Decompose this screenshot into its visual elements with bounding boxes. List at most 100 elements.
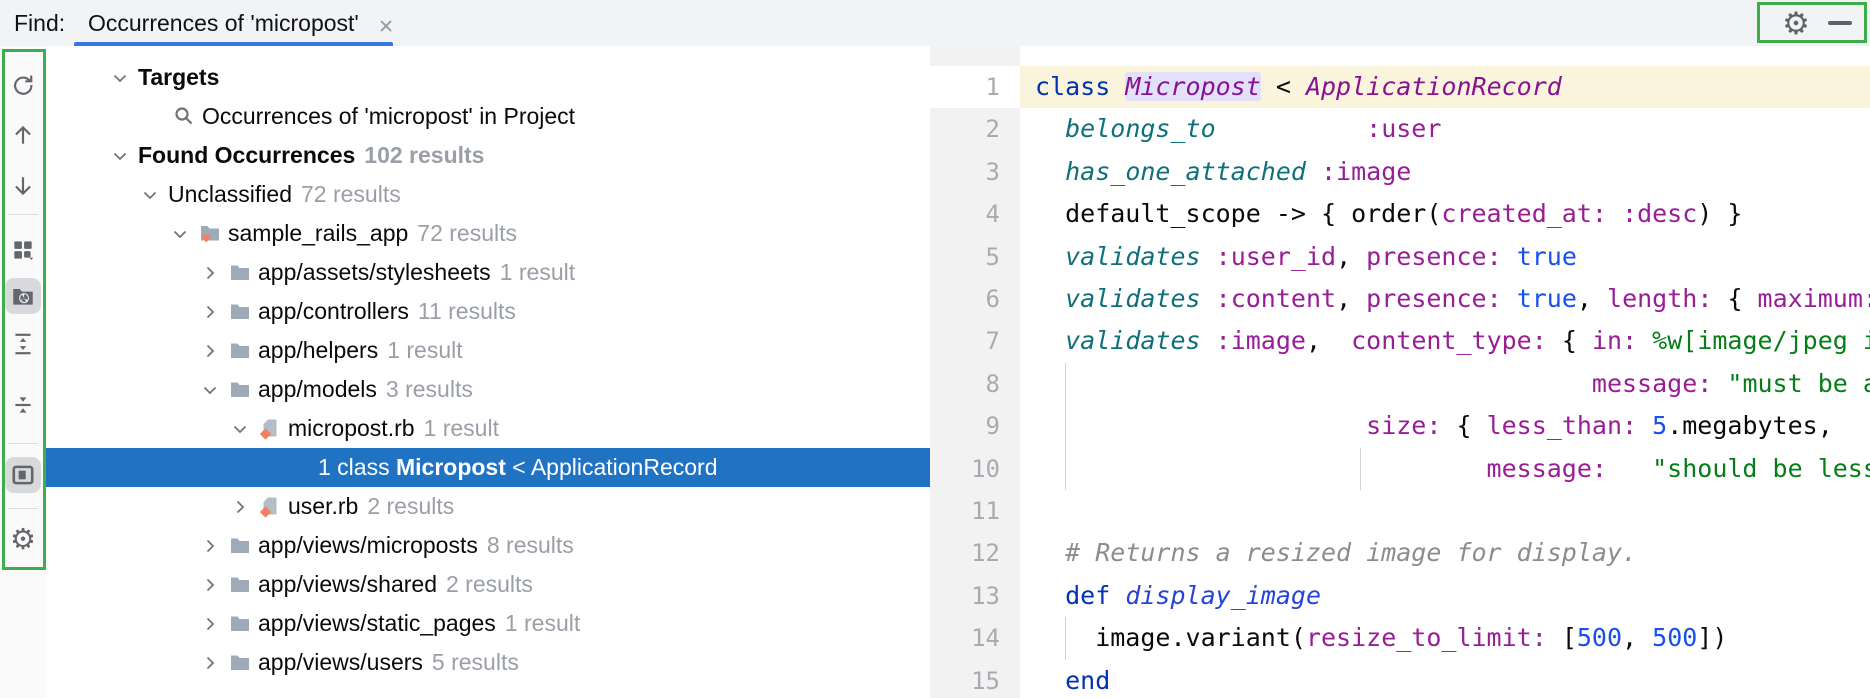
toolbar-separator [8,443,38,444]
tree-row[interactable]: Targets [46,58,930,97]
next-occurrence-icon[interactable] [5,168,41,204]
rails-folder-icon [198,221,222,245]
code-line: end [1065,665,1111,695]
line-number: 8 [985,369,1000,398]
code-line: belongs_to :user [1065,114,1442,144]
result-count: 3 results [385,376,473,402]
result-count: 11 results [417,298,516,324]
folder-icon [228,260,252,284]
chevron-right-icon[interactable] [198,261,222,285]
chevron-down-icon[interactable] [228,417,252,441]
code-preview[interactable] [1020,46,1870,698]
chevron-down-icon[interactable] [108,144,132,168]
chevron-right-icon[interactable] [198,573,222,597]
chevron-right-icon[interactable] [228,495,252,519]
collapse-all-icon[interactable] [5,387,41,423]
expand-all-icon[interactable] [5,326,41,362]
chevron-right-icon[interactable] [198,612,222,636]
show-preview-icon[interactable] [5,457,41,493]
chevron-down-icon[interactable] [138,183,162,207]
group-by-icon[interactable] [5,232,41,268]
line-number: 7 [985,327,1000,356]
code-line: validates :content, presence: true, leng… [1065,284,1870,313]
line-number: 4 [985,200,1000,229]
folder-icon [228,377,252,401]
editor-gutter [930,46,1020,698]
rerun-search-icon[interactable] [5,67,41,103]
chevron-right-icon[interactable] [198,534,222,558]
code-line: def display_image [1065,580,1321,610]
ruby-file-icon [258,494,282,518]
line-number: 13 [971,581,1000,610]
code-line: default_scope -> { order(created_at: :de… [1035,199,1743,229]
folder-icon [228,338,252,362]
line-number: 10 [971,454,1000,483]
chevron-down-icon[interactable] [108,66,132,90]
occurrence-text: 1 class Micropost < ApplicationRecord [318,454,718,480]
line-number: 11 [971,497,1000,525]
code-line: class Micropost < ApplicationRecord [1035,72,1562,101]
chevron-down-icon[interactable] [168,222,192,246]
chevron-right-icon[interactable] [198,300,222,324]
result-count: 2 results [446,571,533,597]
tab-occurrences[interactable]: Occurrences of 'micropost' [74,0,414,46]
result-count: 72 results [301,181,401,207]
code-line: size: { less_than: 5.megabytes, [1366,411,1833,441]
tree-row-label: Targets [138,64,220,90]
result-count: 5 results [431,649,519,675]
gutter-highlight [930,66,1020,109]
code-line: # Returns a resized image for display. [1065,538,1638,568]
chevron-right-icon[interactable] [198,339,222,363]
indent-guide [1065,617,1066,660]
tree-row[interactable]: Occurrences of 'micropost' in Project [46,97,930,136]
result-count: 72 results [417,220,517,246]
find-toolwindow-header: Find: Occurrences of 'micropost' ⚙ [0,0,1870,47]
group-by-directory-icon[interactable] [5,278,41,314]
close-icon[interactable] [374,11,398,35]
code-line: validates :user_id, presence: true [1065,241,1577,271]
line-number: 5 [985,242,1000,271]
line-number: 15 [971,666,1000,695]
minimize-icon[interactable] [1828,21,1852,25]
result-count: 1 result [423,415,499,441]
tree-row-selected-occurrence[interactable]: 1 class Micropost < ApplicationRecord [46,448,930,487]
ruby-file-icon [258,416,282,440]
previous-occurrence-icon[interactable] [5,117,41,153]
folder-icon [228,572,252,596]
result-count: 1 result [504,610,581,636]
chevron-down-icon[interactable] [198,378,222,402]
line-number: 6 [985,285,1000,313]
tree-row-label: Occurrences of 'micropost' in Project [202,103,576,129]
result-count: 1 result [499,259,576,285]
settings-icon[interactable]: ⚙ [10,523,36,556]
line-number: 12 [971,539,1000,568]
chevron-right-icon[interactable] [198,651,222,675]
folder-icon [228,611,252,635]
gear-icon[interactable]: ⚙ [1782,6,1810,41]
folder-icon [228,650,252,674]
indent-guide [1065,447,1066,490]
